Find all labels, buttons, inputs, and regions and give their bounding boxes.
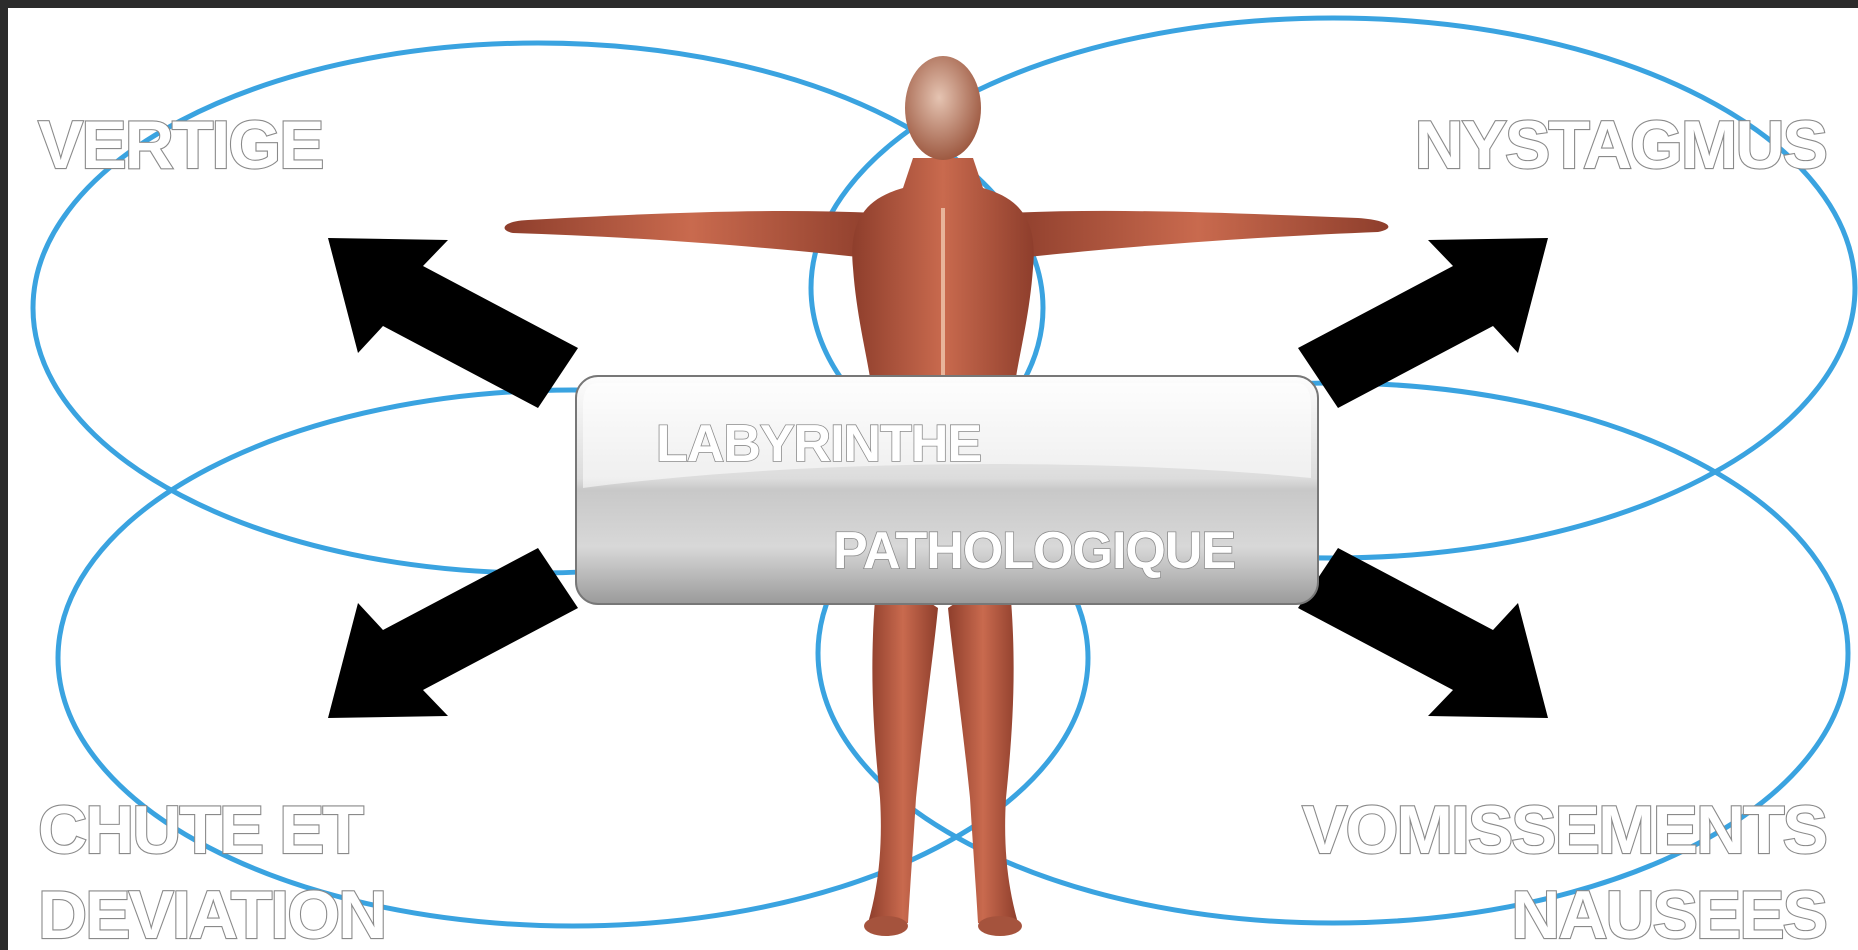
arrow-bottom-right (1298, 548, 1548, 718)
label-bottom-right-line2: NAUSEES (1511, 877, 1826, 950)
center-label-line2: PATHOLOGIQUE (833, 522, 1235, 580)
label-bottom-left-line1: CHUTE ET (38, 792, 363, 868)
arm-right (1008, 211, 1388, 258)
foot-right (978, 916, 1022, 936)
arrow-top-right (1298, 238, 1548, 408)
foot-left (864, 916, 908, 936)
diagram-canvas: LABYRINTHE PATHOLOGIQUE VERTIGE NYSTAGMU… (8, 8, 1858, 950)
label-bottom-right-line1: VOMISSEMENTS (1302, 792, 1826, 868)
head (905, 56, 981, 160)
arrow-bottom-left (328, 548, 578, 718)
label-top-left: VERTIGE (38, 107, 323, 183)
center-box: LABYRINTHE PATHOLOGIQUE (576, 376, 1318, 604)
arrow-top-left (328, 238, 578, 408)
label-bottom-left-line2: DEVIATION (38, 877, 385, 950)
leg-right (948, 568, 1018, 923)
label-top-right: NYSTAGMUS (1415, 107, 1826, 183)
diagram-svg: LABYRINTHE PATHOLOGIQUE VERTIGE NYSTAGMU… (8, 8, 1858, 950)
arm-left (505, 211, 878, 258)
center-label-line1: LABYRINTHE (656, 415, 981, 473)
leg-left (868, 568, 938, 923)
